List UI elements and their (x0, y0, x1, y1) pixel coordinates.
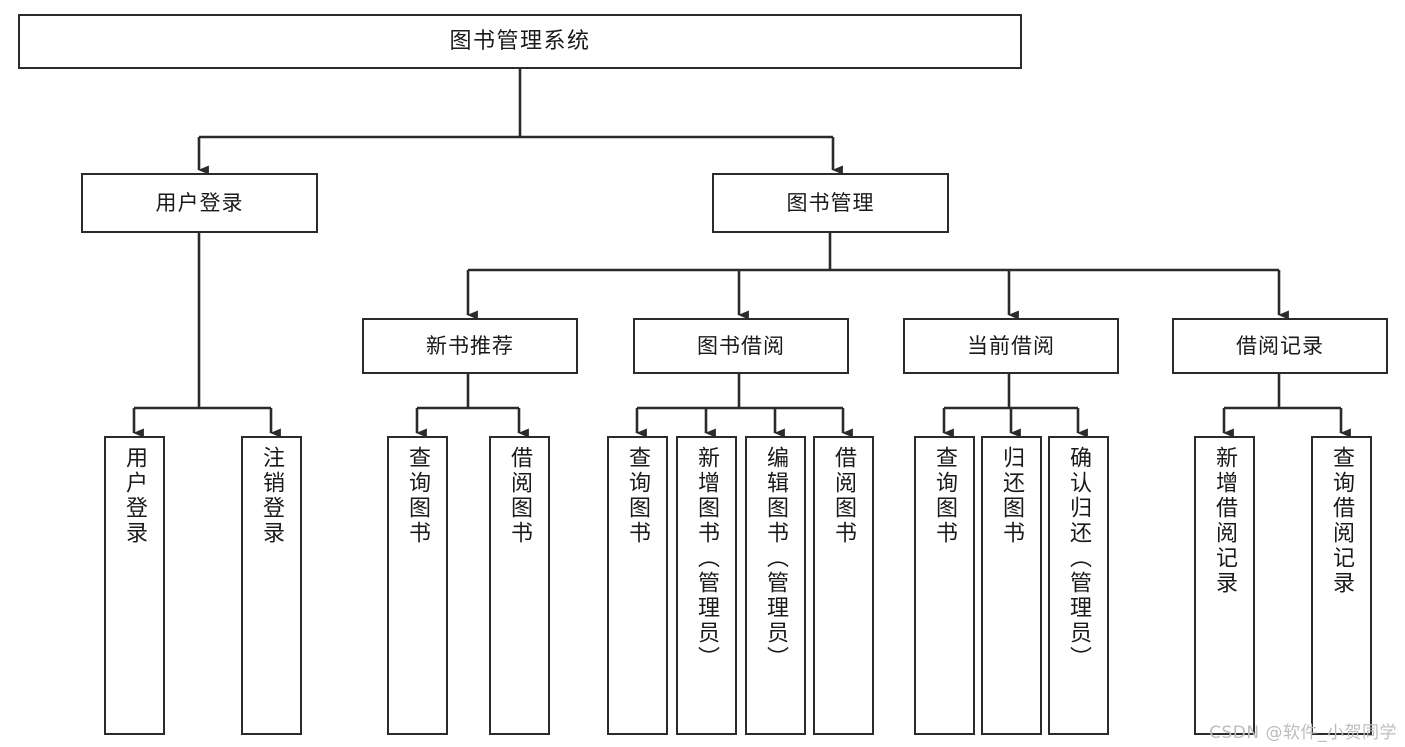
node-book-manage[interactable]: 图书管理 (712, 173, 949, 233)
node-leaf-edit-book[interactable]: 编辑图书（管理员） (745, 436, 806, 735)
node-borrow-record[interactable]: 借阅记录 (1172, 318, 1388, 374)
node-leaf-add-record[interactable]: 新增借阅记录 (1194, 436, 1255, 735)
node-current-borrow-label: 当前借阅 (967, 333, 1055, 358)
node-leaf-add-book[interactable]: 新增图书（管理员） (676, 436, 737, 735)
node-leaf-logout-login-label: 注销登录 (259, 446, 285, 546)
node-leaf-query-book-1[interactable]: 查询图书 (387, 436, 448, 735)
node-leaf-query-book-3-label: 查询图书 (932, 446, 958, 546)
node-root[interactable]: 图书管理系统 (18, 14, 1022, 69)
node-leaf-borrow-book-2[interactable]: 借阅图书 (813, 436, 874, 735)
node-leaf-borrow-book-1-label: 借阅图书 (507, 446, 533, 546)
node-leaf-borrow-book-1[interactable]: 借阅图书 (489, 436, 550, 735)
node-leaf-confirm-return[interactable]: 确认归还（管理员） (1048, 436, 1109, 735)
node-leaf-query-record-label: 查询借阅记录 (1329, 446, 1355, 596)
node-leaf-query-book-3[interactable]: 查询图书 (914, 436, 975, 735)
node-new-book-recommend-label: 新书推荐 (426, 333, 514, 358)
node-leaf-confirm-return-label: 确认归还（管理员） (1066, 446, 1092, 671)
node-book-borrow-label: 图书借阅 (697, 333, 785, 358)
node-new-book-recommend[interactable]: 新书推荐 (362, 318, 578, 374)
node-leaf-return-book-label: 归还图书 (999, 446, 1025, 546)
node-leaf-user-login[interactable]: 用户登录 (104, 436, 165, 735)
node-leaf-borrow-book-2-label: 借阅图书 (831, 446, 857, 546)
node-book-borrow[interactable]: 图书借阅 (633, 318, 849, 374)
node-leaf-query-book-1-label: 查询图书 (405, 446, 431, 546)
node-current-borrow[interactable]: 当前借阅 (903, 318, 1119, 374)
node-root-label: 图书管理系统 (449, 28, 591, 54)
node-leaf-add-book-label: 新增图书（管理员） (694, 446, 720, 671)
node-leaf-return-book[interactable]: 归还图书 (981, 436, 1042, 735)
node-borrow-record-label: 借阅记录 (1236, 333, 1324, 358)
node-leaf-query-record[interactable]: 查询借阅记录 (1311, 436, 1372, 735)
watermark-text: CSDN @软件_小贺同学 (1209, 723, 1397, 743)
node-leaf-logout-login[interactable]: 注销登录 (241, 436, 302, 735)
node-leaf-edit-book-label: 编辑图书（管理员） (763, 446, 789, 671)
node-leaf-add-record-label: 新增借阅记录 (1212, 446, 1238, 596)
node-leaf-user-login-label: 用户登录 (122, 446, 148, 546)
node-user-login-label: 用户登录 (155, 190, 244, 215)
node-user-login[interactable]: 用户登录 (81, 173, 318, 233)
node-book-manage-label: 图书管理 (786, 190, 875, 215)
node-leaf-query-book-2[interactable]: 查询图书 (607, 436, 668, 735)
node-leaf-query-book-2-label: 查询图书 (625, 446, 651, 546)
